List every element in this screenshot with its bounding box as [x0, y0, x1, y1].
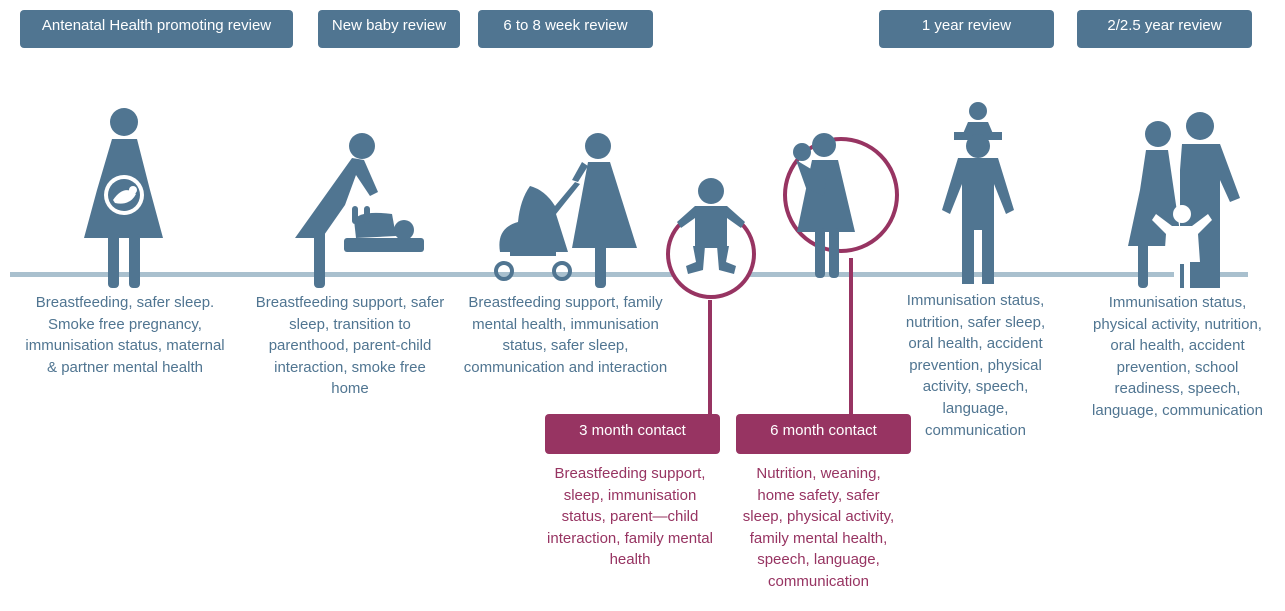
connector-6-month	[849, 258, 853, 416]
pregnant-woman-icon	[84, 108, 163, 288]
pill-2-year-review: 2/2.5 year review	[1077, 10, 1252, 48]
pill-1-year-review: 1 year review	[879, 10, 1054, 48]
pill-6-8-week-review: 6 to 8 week review	[478, 10, 653, 48]
parent-holding-baby-icon	[783, 133, 899, 278]
connector-3-month	[708, 300, 712, 416]
desc-2-year-review: Immunisation status, physical activity, …	[1092, 294, 1263, 419]
pill-antenatal-review: Antenatal Health promoting review	[20, 10, 293, 48]
pill-3-month-contact: 3 month contact	[545, 414, 720, 454]
pill-6-month-contact: 6 month contact	[736, 414, 911, 454]
sitting-baby-icon	[666, 178, 756, 299]
parent-with-pram-icon	[494, 133, 637, 288]
desc-1-year-review: Immunisation status, nutrition, safer sl…	[905, 292, 1046, 439]
pill-new-baby-review: New baby review	[318, 10, 460, 48]
child-on-shoulders-icon	[942, 102, 1014, 284]
desc-6-8-week-review: Breastfeeding support, family mental hea…	[463, 294, 668, 376]
desc-new-baby-review: Breastfeeding support, safer sleep, tran…	[255, 294, 445, 398]
family-icon	[1128, 112, 1240, 288]
desc-antenatal-review: Breastfeeding, safer sleep. Smoke free p…	[25, 294, 225, 376]
timeline-line	[10, 272, 1248, 277]
desc-3-month-contact: Breastfeeding support, sleep, immunisati…	[547, 465, 713, 569]
baby-changing-icon	[295, 133, 424, 288]
desc-6-month-contact: Nutrition, weaning, home safety, safer s…	[742, 465, 895, 590]
